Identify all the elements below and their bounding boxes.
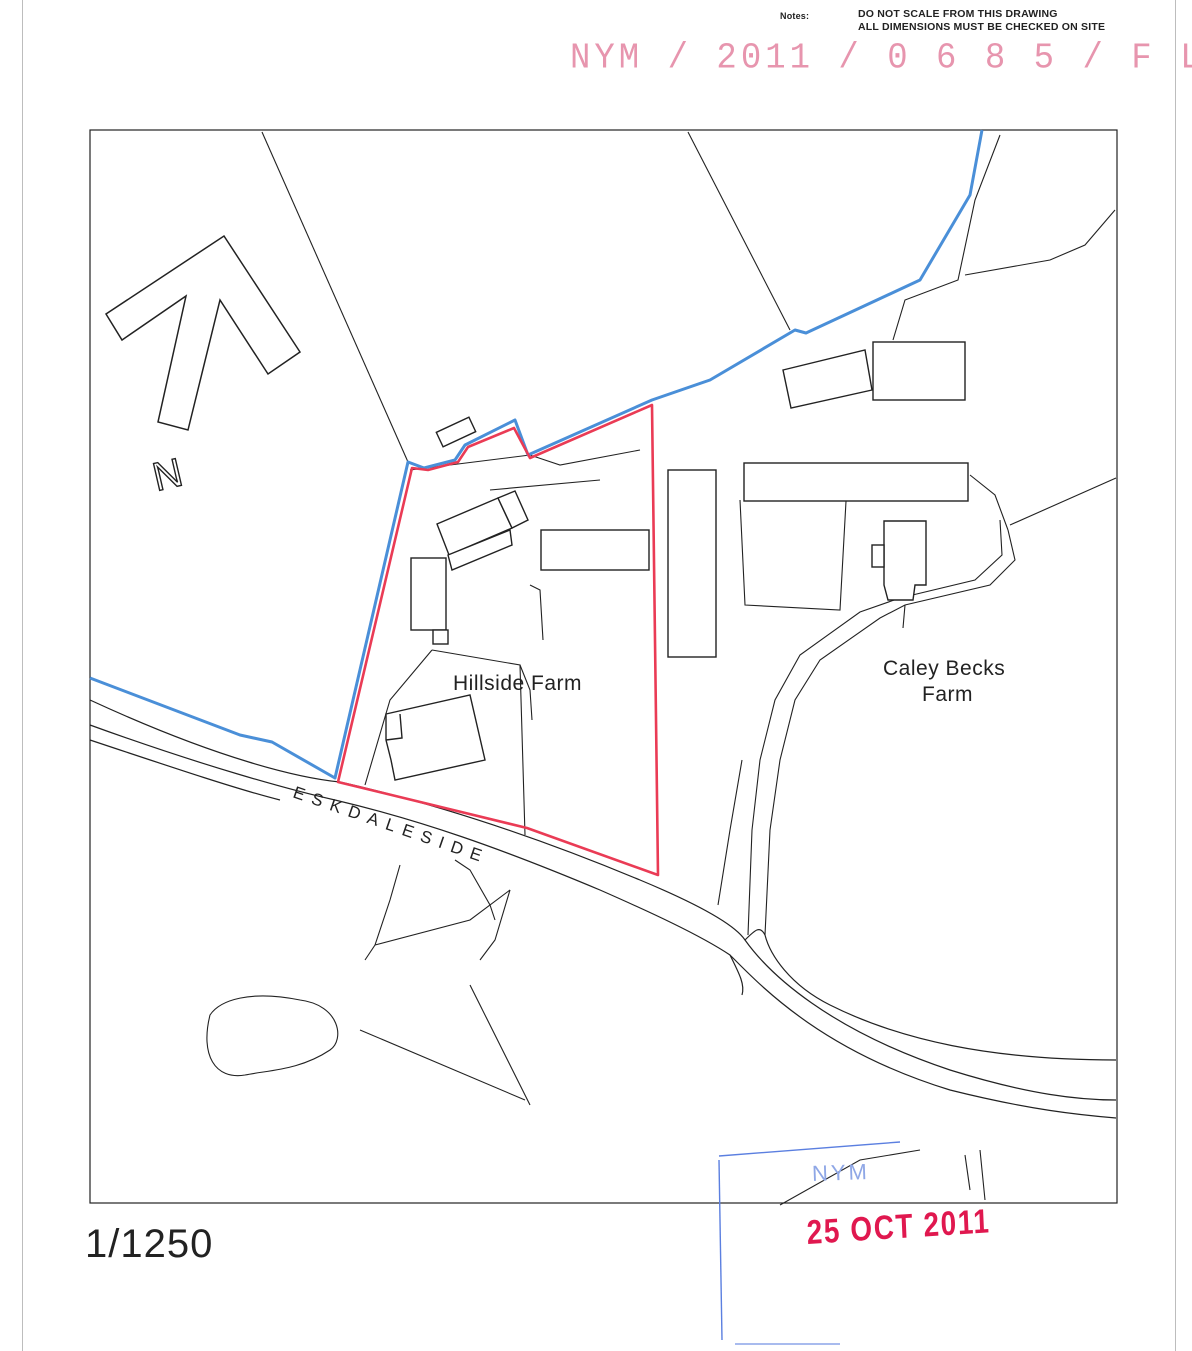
- building-shed-1: [410, 557, 447, 631]
- notes-line-2: ALL DIMENSIONS MUST BE CHECKED ON SITE: [858, 21, 1106, 33]
- received-stamp-box: [718, 1141, 901, 1345]
- building-barn-1-annex: [497, 490, 529, 529]
- building-hillside-farmhouse-detail: [385, 713, 403, 741]
- notes-line-1: DO NOT SCALE FROM THIS DRAWING: [858, 8, 1058, 20]
- building-caley-porch: [871, 544, 885, 568]
- eskdaleside-road: [89, 699, 1117, 1119]
- building-barn-2: [447, 529, 513, 571]
- label-caley-becks: Caley Becks: [883, 657, 1005, 680]
- north-arrow-icon: [104, 234, 302, 431]
- site-boundary-red: [336, 403, 660, 877]
- building-shed-small: [432, 629, 449, 645]
- drawing-sheet: [22, 0, 1176, 1351]
- scale-label: 1/1250: [85, 1222, 214, 1266]
- building-caley-farmhouse: [883, 520, 927, 601]
- field-boundaries: [206, 131, 1117, 1206]
- north-label: N: [149, 451, 187, 500]
- building-outhouse: [435, 416, 477, 448]
- building-caley-barn: [743, 462, 969, 502]
- map-frame: [89, 129, 1118, 1204]
- building-caley-shed-2: [872, 341, 966, 401]
- planning-reference-stamp: NYM / 2011 / 0 6 8 5 / F L: [570, 39, 1192, 79]
- buildings: [385, 341, 969, 781]
- building-store: [540, 529, 650, 571]
- notes-label: Notes:: [780, 11, 810, 21]
- building-long-barn: [667, 469, 717, 658]
- building-caley-shed-1: [782, 349, 873, 409]
- label-caley-becks-farm: Farm: [922, 683, 973, 706]
- received-stamp-text: NYM: [811, 1158, 871, 1187]
- label-hillside-farm: Hillside Farm: [453, 672, 582, 695]
- ownership-boundary-blue: [89, 129, 984, 780]
